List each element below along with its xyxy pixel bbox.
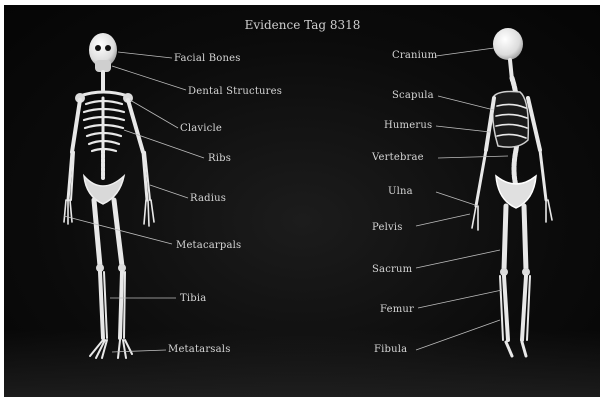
label-metacarpals: Metacarpals [176, 240, 241, 251]
floor [4, 330, 600, 397]
label-fibula: Fibula [374, 344, 407, 355]
label-scapula: Scapula [392, 90, 434, 101]
label-facial-bones: Facial Bones [174, 53, 241, 64]
label-metatarsals: Metatarsals [168, 344, 231, 355]
evidence-tag-title: Evidence Tag 8318 [0, 18, 605, 32]
front-skeleton [64, 33, 154, 358]
label-pelvis: Pelvis [372, 222, 403, 233]
label-femur: Femur [380, 304, 414, 315]
label-radius: Radius [190, 193, 226, 204]
label-ulna: Ulna [388, 186, 413, 197]
label-sacrum: Sacrum [372, 264, 412, 275]
front-pelvis [84, 176, 124, 204]
label-tibia: Tibia [180, 293, 206, 304]
label-ribs: Ribs [208, 153, 231, 164]
label-clavicle: Clavicle [180, 123, 222, 134]
leader-lines [64, 48, 508, 352]
back-skeleton [472, 28, 552, 356]
label-humerus: Humerus [384, 120, 432, 131]
back-skull [493, 28, 523, 60]
label-dental-structures: Dental Structures [188, 86, 282, 97]
label-vertebrae: Vertebrae [372, 152, 424, 163]
label-cranium: Cranium [392, 50, 437, 61]
